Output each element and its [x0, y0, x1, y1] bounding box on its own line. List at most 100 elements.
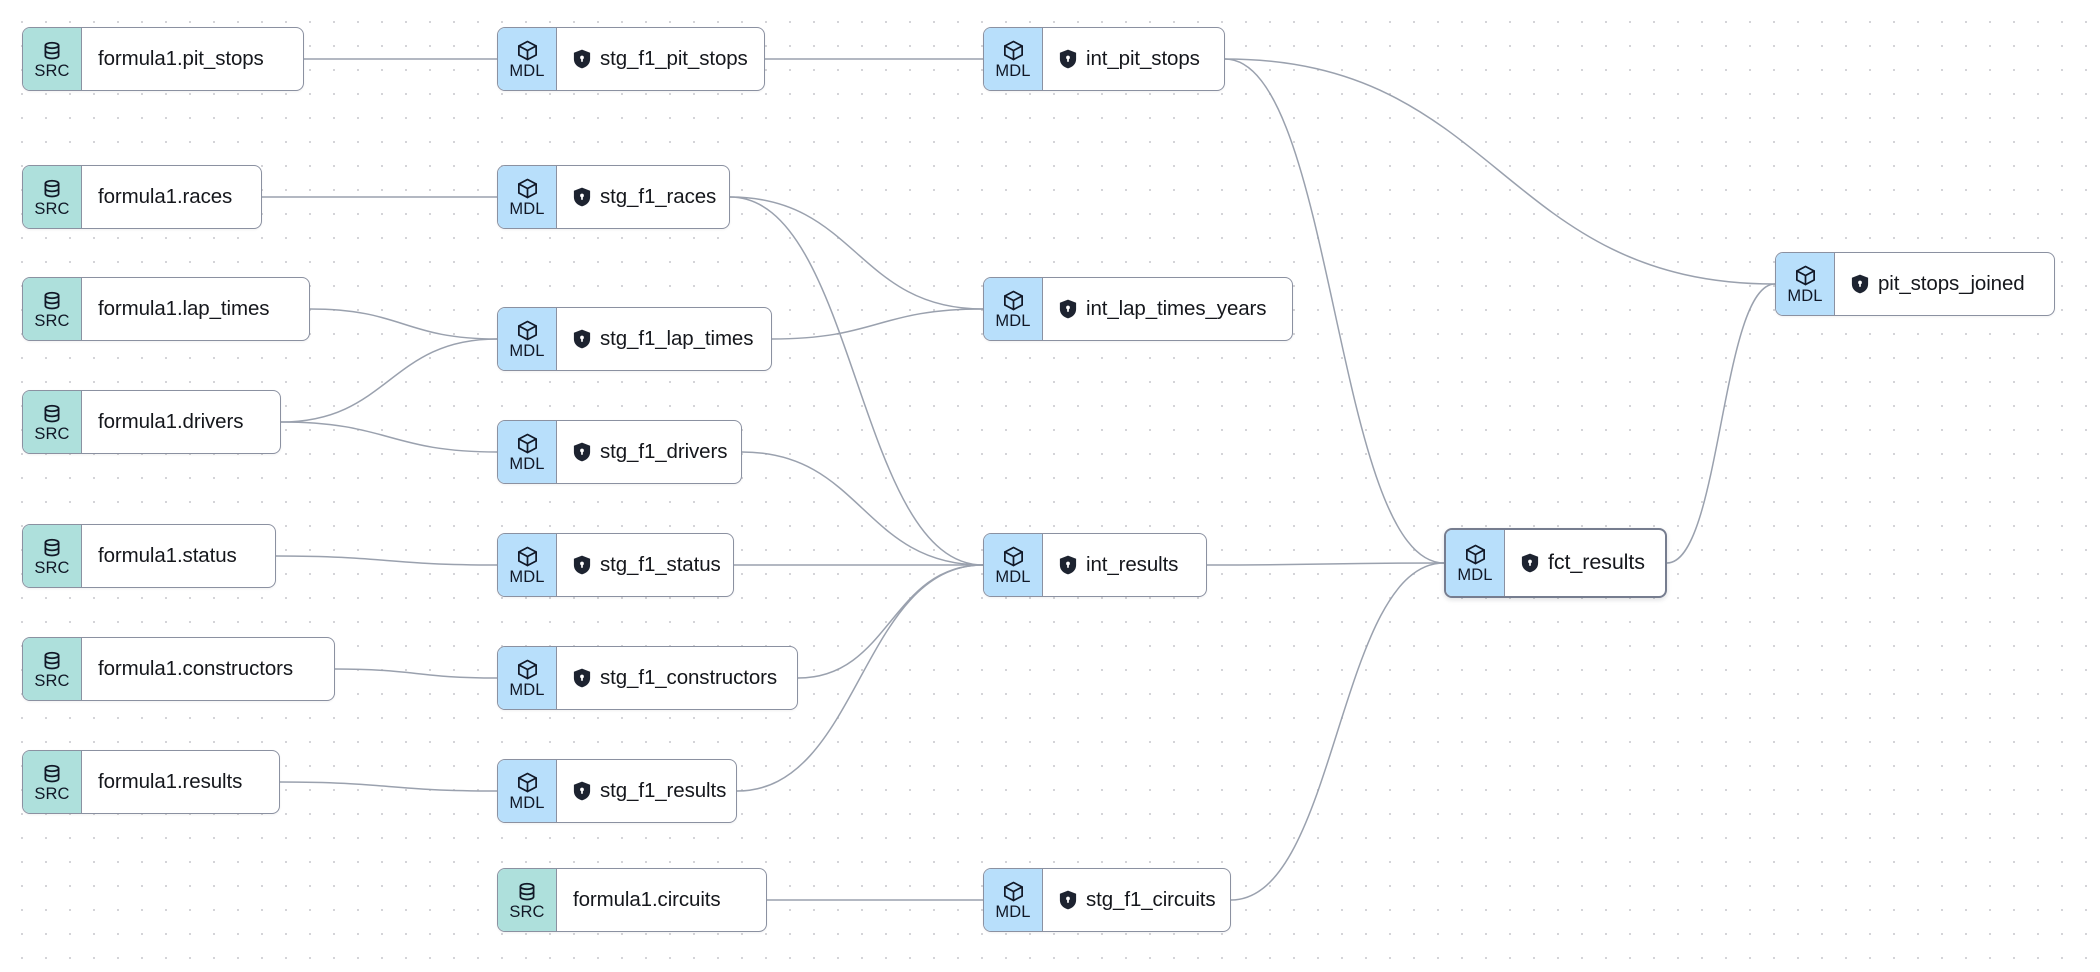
node-label: stg_f1_lap_times — [600, 326, 754, 350]
cube-icon — [1794, 264, 1817, 287]
cube-icon — [1002, 545, 1025, 568]
badge-label: SRC — [34, 61, 70, 80]
badge-label: SRC — [34, 784, 70, 803]
lineage-node-stg_status[interactable]: MDL stg_f1_status — [497, 533, 734, 597]
lineage-node-int_pit_stops[interactable]: MDL int_pit_stops — [983, 27, 1225, 91]
badge-label: MDL — [1787, 287, 1823, 305]
model-badge: MDL — [498, 647, 557, 709]
lineage-node-stg_races[interactable]: MDL stg_f1_races — [497, 165, 730, 229]
node-label: formula1.status — [98, 543, 237, 567]
model-badge: MDL — [984, 278, 1043, 340]
database-icon — [516, 881, 538, 903]
badge-label: MDL — [509, 681, 545, 699]
node-body: stg_f1_results — [557, 760, 736, 822]
lineage-node-stg_lap_times[interactable]: MDL stg_f1_lap_times — [497, 307, 772, 371]
model-badge: MDL — [498, 760, 557, 822]
lineage-node-src_constructors[interactable]: SRC formula1.constructors — [22, 637, 335, 701]
source-badge: SRC — [23, 391, 82, 453]
lineage-node-pit_stops_joined[interactable]: MDL pit_stops_joined — [1775, 252, 2055, 316]
node-body: formula1.constructors — [82, 638, 334, 700]
cube-icon — [516, 177, 539, 200]
model-badge: MDL — [984, 534, 1043, 596]
lineage-node-src_status[interactable]: SRC formula1.status — [22, 524, 276, 588]
source-badge: SRC — [23, 28, 82, 90]
cube-icon — [1002, 39, 1025, 62]
database-icon — [41, 403, 63, 425]
lineage-node-stg_drivers[interactable]: MDL stg_f1_drivers — [497, 420, 742, 484]
source-badge: SRC — [23, 525, 82, 587]
node-label: formula1.lap_times — [98, 296, 270, 320]
node-body: formula1.results — [82, 751, 279, 813]
lineage-node-int_results[interactable]: MDL int_results — [983, 533, 1207, 597]
cube-icon — [516, 658, 539, 681]
node-label: formula1.constructors — [98, 656, 294, 680]
model-badge: MDL — [984, 28, 1043, 90]
lineage-node-src_drivers[interactable]: SRC formula1.drivers — [22, 390, 281, 454]
model-badge: MDL — [498, 308, 557, 370]
source-badge: SRC — [23, 638, 82, 700]
shield-lock-icon — [1521, 553, 1539, 573]
source-badge: SRC — [23, 278, 82, 340]
lineage-node-int_lap_times_years[interactable]: MDL int_lap_times_years — [983, 277, 1293, 341]
badge-label: MDL — [995, 62, 1031, 80]
lineage-node-stg_circuits[interactable]: MDL stg_f1_circuits — [983, 868, 1231, 932]
node-label: fct_results — [1548, 550, 1645, 575]
node-label: stg_f1_constructors — [600, 665, 777, 689]
badge-label: SRC — [34, 671, 70, 690]
node-label: stg_f1_drivers — [600, 439, 728, 463]
node-label: stg_f1_pit_stops — [600, 46, 748, 70]
node-label: stg_f1_circuits — [1086, 887, 1216, 911]
node-label: stg_f1_status — [600, 552, 721, 576]
source-badge: SRC — [23, 166, 82, 228]
database-icon — [41, 290, 63, 312]
node-label: formula1.circuits — [573, 887, 721, 911]
shield-lock-icon — [1059, 49, 1077, 69]
shield-lock-icon — [1851, 274, 1869, 294]
cube-icon — [1464, 543, 1487, 566]
badge-label: MDL — [509, 794, 545, 812]
node-body: formula1.races — [82, 166, 261, 228]
model-badge: MDL — [498, 421, 557, 483]
model-badge: MDL — [498, 166, 557, 228]
lineage-node-stg_pit_stops[interactable]: MDL stg_f1_pit_stops — [497, 27, 765, 91]
lineage-node-src_results[interactable]: SRC formula1.results — [22, 750, 280, 814]
lineage-node-fct_results[interactable]: MDL fct_results — [1444, 528, 1667, 598]
lineage-node-stg_constructors[interactable]: MDL stg_f1_constructors — [497, 646, 798, 710]
badge-label: MDL — [509, 62, 545, 80]
cube-icon — [516, 39, 539, 62]
shield-lock-icon — [573, 442, 591, 462]
model-badge: MDL — [498, 28, 557, 90]
shield-lock-icon — [573, 555, 591, 575]
node-body: stg_f1_status — [557, 534, 733, 596]
node-body: stg_f1_races — [557, 166, 729, 228]
node-body: formula1.drivers — [82, 391, 280, 453]
node-body: stg_f1_lap_times — [557, 308, 771, 370]
cube-icon — [1002, 289, 1025, 312]
lineage-node-src_races[interactable]: SRC formula1.races — [22, 165, 262, 229]
node-label: stg_f1_results — [600, 778, 727, 802]
shield-lock-icon — [1059, 890, 1077, 910]
cube-icon — [1002, 880, 1025, 903]
node-body: pit_stops_joined — [1835, 253, 2054, 315]
badge-label: MDL — [509, 568, 545, 586]
badge-label: SRC — [34, 558, 70, 577]
database-icon — [41, 763, 63, 785]
lineage-node-stg_results[interactable]: MDL stg_f1_results — [497, 759, 737, 823]
badge-label: MDL — [995, 903, 1031, 921]
cube-icon — [516, 771, 539, 794]
badge-label: SRC — [34, 424, 70, 443]
node-label: pit_stops_joined — [1878, 271, 2025, 295]
shield-lock-icon — [573, 668, 591, 688]
node-body: fct_results — [1505, 530, 1665, 596]
node-body: int_lap_times_years — [1043, 278, 1292, 340]
node-body: stg_f1_drivers — [557, 421, 741, 483]
database-icon — [41, 40, 63, 62]
node-body: formula1.status — [82, 525, 275, 587]
node-body: stg_f1_circuits — [1043, 869, 1230, 931]
badge-label: SRC — [34, 199, 70, 218]
badge-label: MDL — [509, 342, 545, 360]
lineage-node-src_lap_times[interactable]: SRC formula1.lap_times — [22, 277, 310, 341]
